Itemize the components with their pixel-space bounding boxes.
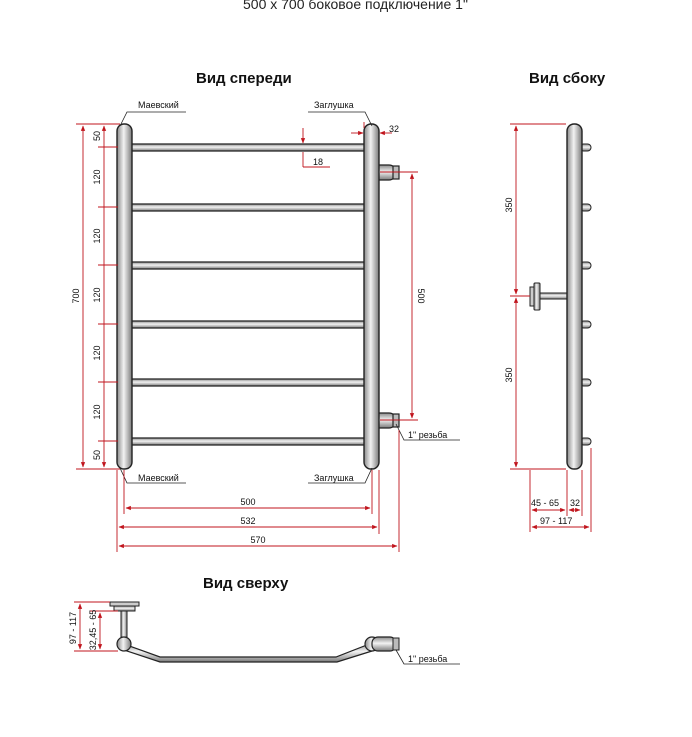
dim-left-6: 120 xyxy=(92,404,102,419)
side-view-heading: Вид сбоку xyxy=(529,70,606,87)
side-collector xyxy=(566,123,583,470)
mayevsky-bottom-leader xyxy=(119,467,186,484)
side-bar-stubs xyxy=(579,143,592,446)
front-dimension-labels: 700 50 120 120 120 120 120 50 500 32 18 … xyxy=(71,124,426,545)
top-dimension-labels: 97 - 117 32,45 - 65 xyxy=(68,610,98,651)
side-upper-label: 350 xyxy=(504,197,514,212)
side-dimensions xyxy=(510,123,592,532)
left-collector xyxy=(116,123,133,470)
bar-2 xyxy=(125,203,372,212)
dim-left-4: 120 xyxy=(92,287,102,302)
dim-left-2: 120 xyxy=(92,169,102,184)
top-offset-label: 32,45 - 65 xyxy=(88,610,98,651)
thread-top-leader xyxy=(395,649,460,665)
dim-700-label: 700 xyxy=(71,288,81,303)
thread-front-label: 1" резьба xyxy=(408,430,447,440)
lower-thread xyxy=(392,413,400,428)
side-dimension-labels: 350 350 45 - 65 32 97 - 117 xyxy=(504,197,580,526)
side-lower-label: 350 xyxy=(504,367,514,382)
mayevsky-top-label: Маевский xyxy=(138,100,179,110)
bar-6 xyxy=(125,437,372,446)
top-view: 1" резьба 97 - 117 32,45 - 65 xyxy=(68,601,460,665)
top-bar-outline xyxy=(123,642,373,663)
top-connector xyxy=(371,636,397,652)
plug-top-leader xyxy=(308,111,373,127)
front-bars xyxy=(125,143,372,446)
dim-570-label: 570 xyxy=(250,535,265,545)
dim-500-vert-label: 500 xyxy=(416,288,426,303)
drawing-title: 500 x 700 боковое подключение 1" xyxy=(243,0,468,12)
thread-top-label: 1" резьба xyxy=(408,654,447,664)
dim-left-1: 50 xyxy=(92,131,102,141)
front-view: Маевский Заглушка Маевский Заглушка 1" р… xyxy=(71,100,460,552)
side-pipe-label: 32 xyxy=(570,498,580,508)
bar-5 xyxy=(125,378,372,387)
plug-bottom-leader xyxy=(308,467,373,484)
mayevsky-bottom-label: Маевский xyxy=(138,473,179,483)
top-dimensions xyxy=(74,601,118,652)
top-left-collector xyxy=(116,636,132,652)
side-depth-label: 97 - 117 xyxy=(540,516,572,526)
dim-532-label: 532 xyxy=(240,516,255,526)
dim-18-label: 18 xyxy=(313,157,323,167)
bar-4 xyxy=(125,320,372,329)
dim-left-3: 120 xyxy=(92,228,102,243)
right-collector xyxy=(363,123,380,470)
plug-bottom-label: Заглушка xyxy=(314,473,354,483)
side-wall-bracket xyxy=(529,282,568,311)
front-dimensions xyxy=(76,122,418,552)
top-depth-label: 97 - 117 xyxy=(68,612,78,644)
bar-1 xyxy=(125,143,372,152)
top-thread xyxy=(392,637,400,651)
plug-top-label: Заглушка xyxy=(314,100,354,110)
dim-500-width-label: 500 xyxy=(240,497,255,507)
side-view: 350 350 45 - 65 32 97 - 117 xyxy=(504,123,592,532)
top-view-heading: Вид сверху xyxy=(203,575,289,592)
mayevsky-top-leader xyxy=(119,111,186,127)
thread-front-leader xyxy=(395,423,460,441)
dim-left-5: 120 xyxy=(92,345,102,360)
side-offset-label: 45 - 65 xyxy=(531,498,559,508)
front-view-heading: Вид спереди xyxy=(196,70,292,87)
top-wall-bracket xyxy=(109,601,140,638)
dim-left-7: 50 xyxy=(92,450,102,460)
dim-32-label: 32 xyxy=(389,124,399,134)
bar-3 xyxy=(125,261,372,270)
upper-thread xyxy=(392,165,400,180)
